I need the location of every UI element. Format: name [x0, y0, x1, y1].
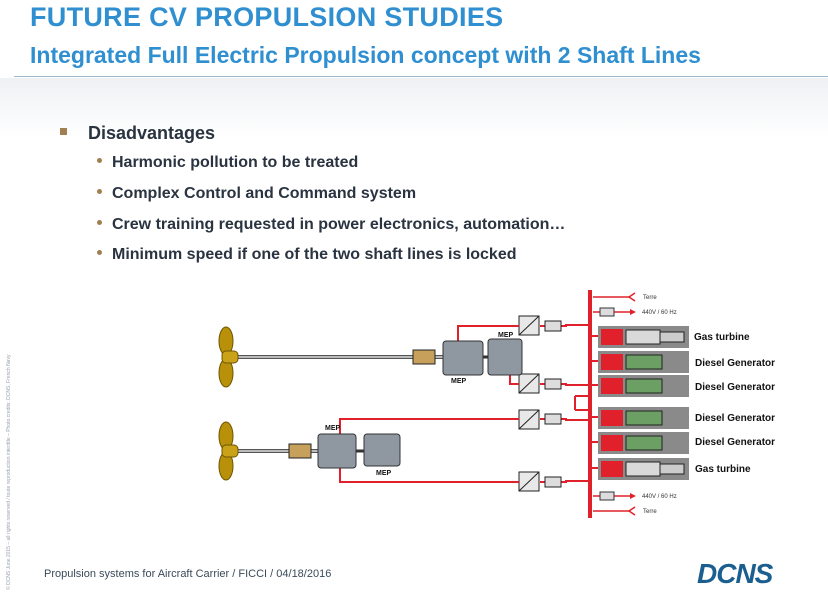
slide-header: FUTURE CV PROPULSION STUDIES Integrated … [0, 0, 828, 78]
hv-label: 440V / 60 Hz [642, 494, 677, 500]
dcns-logo: DCNS [697, 558, 773, 589]
slide-body [0, 78, 828, 606]
heading-text: Disadvantages [88, 123, 216, 143]
terre-label: Terre [643, 295, 657, 301]
terre-label: Terre [643, 509, 657, 515]
transformer-icon [544, 413, 562, 425]
propeller-icon [218, 326, 239, 388]
dot-bullet-icon [97, 158, 102, 164]
hv-label: 440V / 60 Hz [642, 310, 677, 316]
feeder-line [339, 418, 519, 436]
slide-title: FUTURE CV PROPULSION STUDIES [30, 2, 504, 32]
generator-set: Diesel Generator [590, 432, 775, 454]
feeder-line [509, 372, 519, 385]
dot-bullet-icon [97, 189, 102, 195]
bullet-text: Crew training requested in power electro… [112, 216, 566, 233]
copyright-side-note: © DCNS June 2015 – all rights reserved /… [6, 354, 12, 590]
generator-label: Diesel Generator [695, 358, 775, 369]
feeder-line [339, 466, 519, 483]
mep-label: MEP [498, 332, 514, 339]
generator-label: Diesel Generator [695, 413, 775, 424]
arrow-right-icon [630, 309, 636, 315]
motor-mep: MEP MEP [317, 425, 401, 477]
feeder-line [457, 325, 519, 345]
slide-footer: Propulsion systems for Aircraft Carrier … [44, 568, 332, 580]
bullet-item: Minimum speed if one of the two shaft li… [97, 246, 517, 264]
mep-label: MEP [451, 378, 467, 385]
mep-label: MEP [376, 470, 392, 477]
mep-label: MEP [325, 425, 341, 432]
transformer-icon [599, 491, 615, 501]
coupling-icon [288, 443, 312, 459]
bullet-text: Harmonic pollution to be treated [112, 154, 359, 171]
transformer-icon [544, 476, 562, 488]
transformer-icon [544, 378, 562, 390]
generator-set: Diesel Generator [590, 375, 775, 397]
disadvantages-heading: Disadvantages [58, 123, 215, 144]
generator-set: Diesel Generator [590, 407, 775, 429]
dot-bullet-icon [97, 250, 102, 256]
bullet-text: Minimum speed if one of the two shaft li… [112, 246, 517, 263]
generator-set: Gas turbine [590, 326, 750, 348]
motor-mep: MEP MEP [442, 332, 523, 385]
generator-set: Gas turbine [590, 458, 751, 480]
bullet-item: Complex Control and Command system [97, 185, 416, 203]
dot-bullet-icon [97, 220, 102, 226]
bullet-item: Harmonic pollution to be treated [97, 154, 358, 172]
generator-label: Diesel Generator [695, 382, 775, 393]
transformer-icon [544, 320, 562, 332]
coupling-icon [412, 349, 436, 365]
slide-subtitle: Integrated Full Electric Propulsion conc… [30, 42, 701, 68]
bullet-item: Crew training requested in power electro… [97, 216, 565, 234]
generator-set: Diesel Generator [590, 351, 775, 373]
square-bullet-icon [60, 128, 67, 135]
transformer-icon [599, 307, 615, 317]
generator-label: Diesel Generator [695, 437, 775, 448]
propeller-icon [218, 421, 239, 481]
arrow-right-icon [630, 493, 636, 499]
generator-label: Gas turbine [694, 332, 750, 343]
propulsion-diagram: Terre 440V / 60 Hz 440V / 60 Hz Terre Ga… [218, 290, 775, 518]
header-divider [14, 76, 828, 77]
arrow-left-icon [627, 292, 636, 302]
bullet-text: Complex Control and Command system [112, 185, 417, 202]
generator-label: Gas turbine [695, 464, 751, 475]
arrow-left-icon [627, 506, 636, 516]
